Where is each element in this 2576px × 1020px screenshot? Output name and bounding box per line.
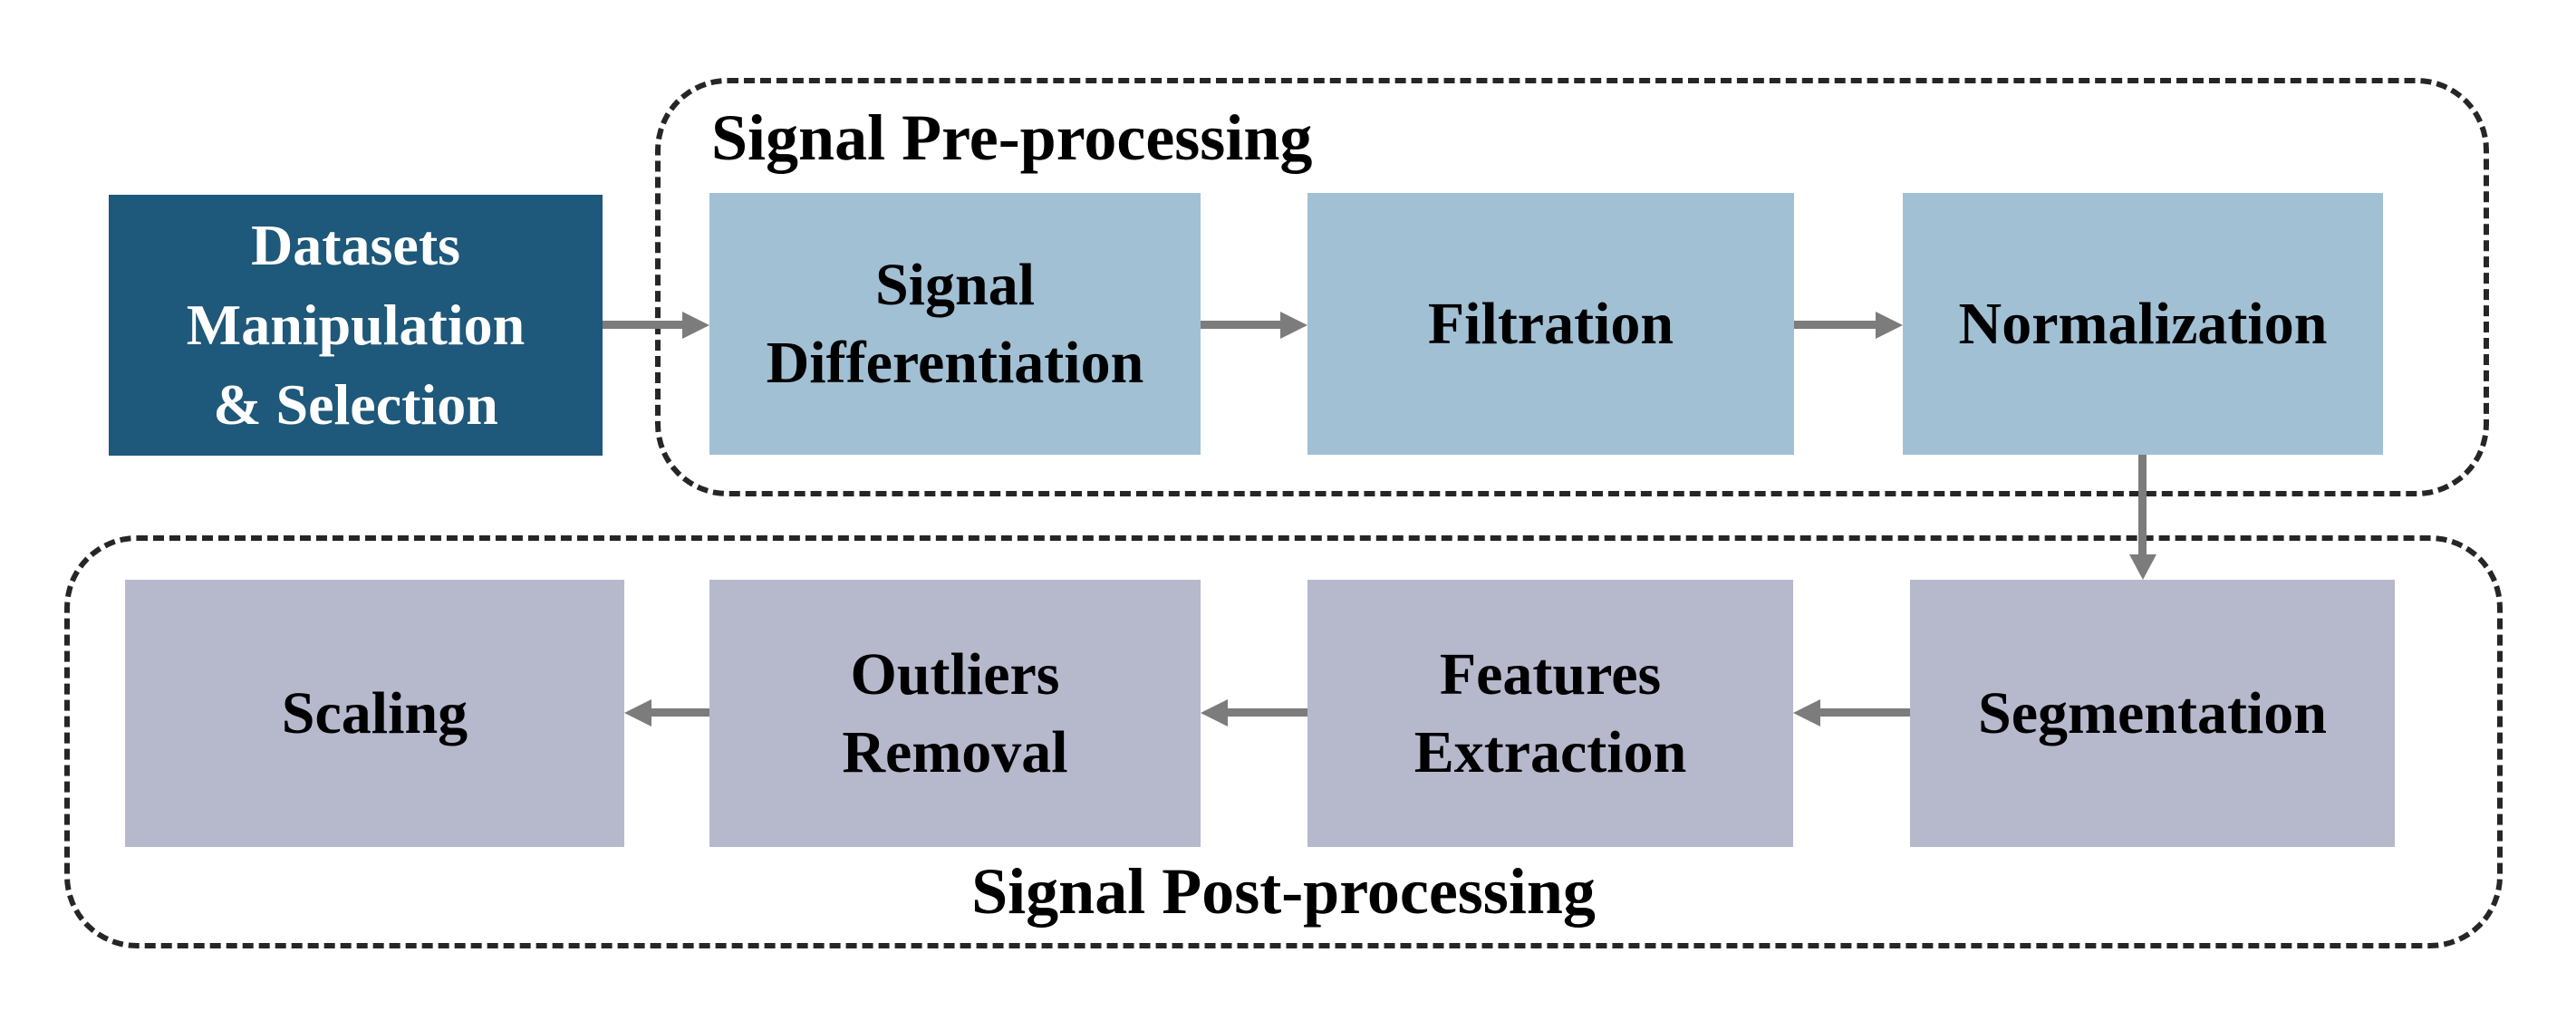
node-outliers-removal: Outliers Removal <box>709 580 1201 847</box>
node-datasets-manipulation-selection: Datasets Manipulation & Selection <box>109 195 603 456</box>
arrow-head-left-icon <box>624 699 651 727</box>
arrow-shaft <box>2138 455 2147 556</box>
arrow-normalization-to-segmentation-icon <box>2129 455 2156 580</box>
node-label-line: Signal <box>874 251 1036 318</box>
node-filtration: Filtration <box>1307 193 1794 455</box>
node-label-line: Scaling <box>281 679 468 746</box>
node-label-line: Segmentation <box>1978 679 2327 746</box>
node-signal-differentiation: Signal Differentiation <box>709 193 1201 455</box>
node-segmentation: Segmentation <box>1910 580 2395 847</box>
node-label-line: Extraction <box>1413 718 1687 785</box>
pre-processing-title: Signal Pre-processing <box>711 101 1313 174</box>
arrow-segmentation-to-features-icon <box>1793 699 1910 727</box>
arrow-head-down-icon <box>2129 554 2156 580</box>
node-label-line: Features <box>1439 640 1662 707</box>
node-label-line: Differentiation <box>766 329 1144 396</box>
post-processing-group-outline <box>64 535 2503 948</box>
node-label-line: Outliers <box>850 640 1060 707</box>
arrow-head-right-icon <box>682 312 709 339</box>
node-label-line: Normalization <box>1958 290 2328 357</box>
arrow-head-left-icon <box>1793 699 1820 727</box>
node-normalization: Normalization <box>1903 193 2383 455</box>
arrow-head-left-icon <box>1201 699 1228 727</box>
arrow-features-to-outliers-icon <box>1201 699 1307 727</box>
arrow-shaft <box>650 708 709 717</box>
node-label-line: Datasets <box>250 212 461 277</box>
post-processing-title: Signal Post-processing <box>971 855 1596 928</box>
arrow-shaft <box>1819 708 1910 717</box>
node-label-line: & Selection <box>213 372 498 438</box>
arrow-filtration-to-normalization-icon <box>1794 312 1903 339</box>
node-label-line: Filtration <box>1427 290 1674 357</box>
arrow-shaft <box>1226 708 1307 717</box>
arrow-shaft <box>1201 321 1282 329</box>
arrow-head-right-icon <box>1280 312 1307 339</box>
pre-processing-group-outline <box>655 78 2489 496</box>
node-features-extraction: Features Extraction <box>1307 580 1793 847</box>
arrow-datasets-to-differentiation-icon <box>603 312 709 339</box>
arrow-differentiation-to-filtration-icon <box>1201 312 1307 339</box>
arrow-shaft <box>603 321 684 329</box>
node-label-line: Removal <box>842 718 1068 785</box>
node-scaling: Scaling <box>125 580 624 847</box>
arrow-outliers-to-scaling-icon <box>624 699 709 727</box>
arrow-head-right-icon <box>1876 312 1903 339</box>
node-label-line: Manipulation <box>186 292 526 357</box>
arrow-shaft <box>1794 321 1877 329</box>
